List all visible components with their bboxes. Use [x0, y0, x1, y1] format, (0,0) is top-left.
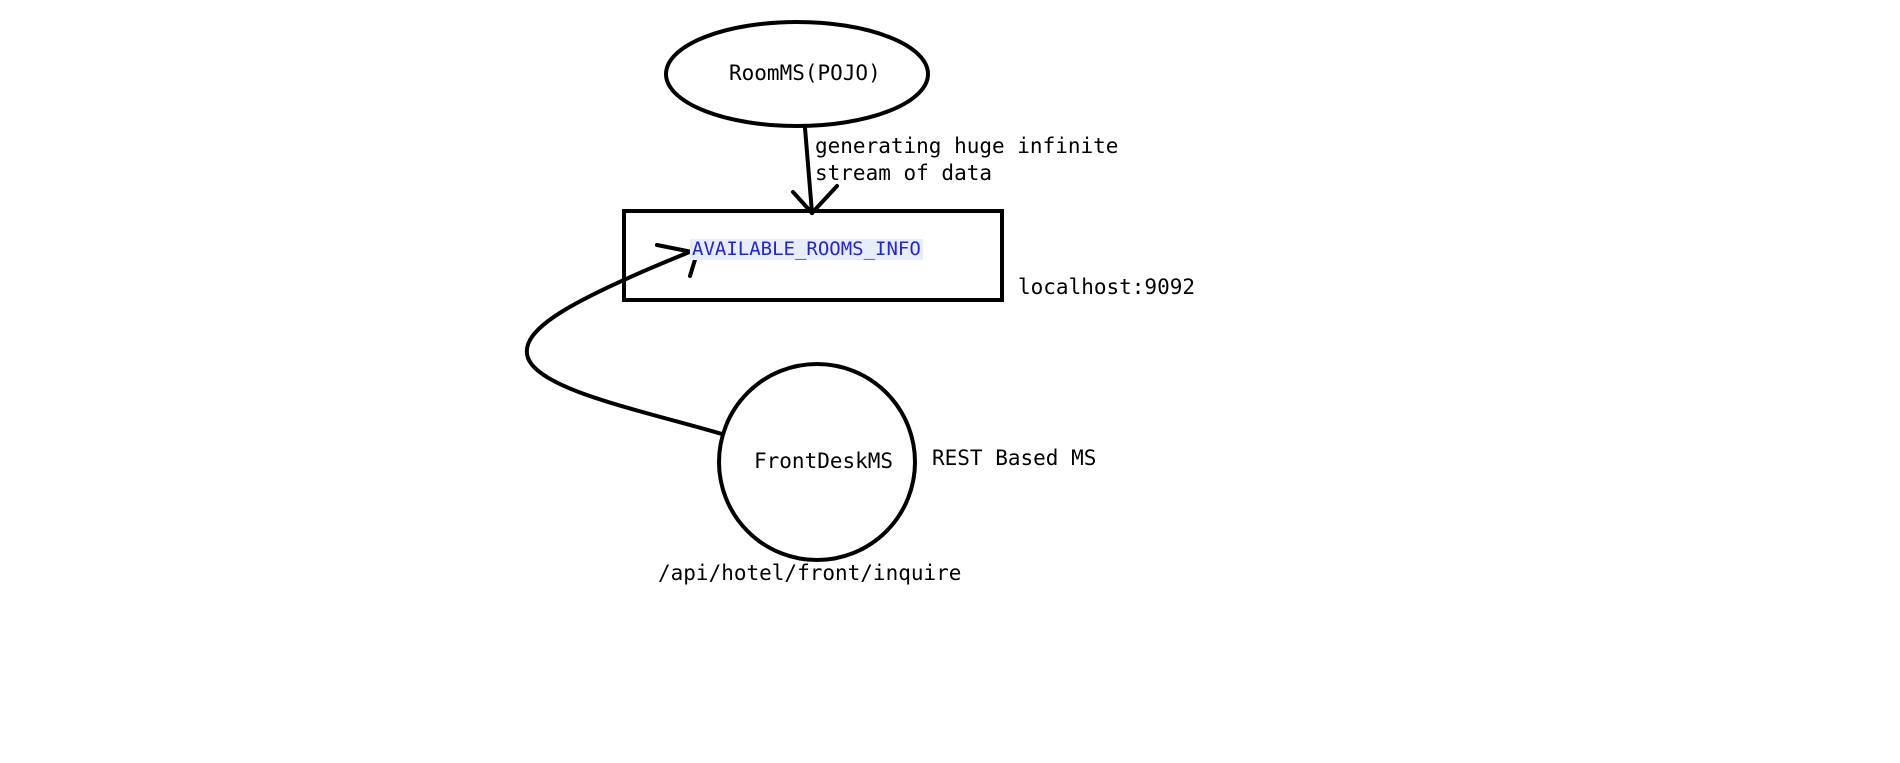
- roomms-node-ellipse: [664, 20, 930, 128]
- endpoint-annotation: /api/hotel/front/inquire: [658, 561, 962, 585]
- arrowhead-roomms-to-topic: [791, 184, 839, 215]
- rest-annotation: REST Based MS: [932, 446, 1097, 470]
- frontdesk-node-circle: [717, 362, 917, 562]
- host-annotation: localhost:9092: [1018, 275, 1196, 299]
- stream-annotation-line2: stream of data: [815, 161, 993, 185]
- stream-annotation-line1: generating huge infinite: [815, 134, 1119, 158]
- arrow-roomms-to-topic: [803, 126, 814, 215]
- frontdesk-node-label: FrontDeskMS: [754, 449, 894, 473]
- topic-node-label: AVAILABLE_ROOMS_INFO: [690, 238, 923, 260]
- roomms-node-label: RoomMS(POJO): [729, 61, 881, 85]
- arrow-frontdesk-to-topic: [524, 247, 724, 436]
